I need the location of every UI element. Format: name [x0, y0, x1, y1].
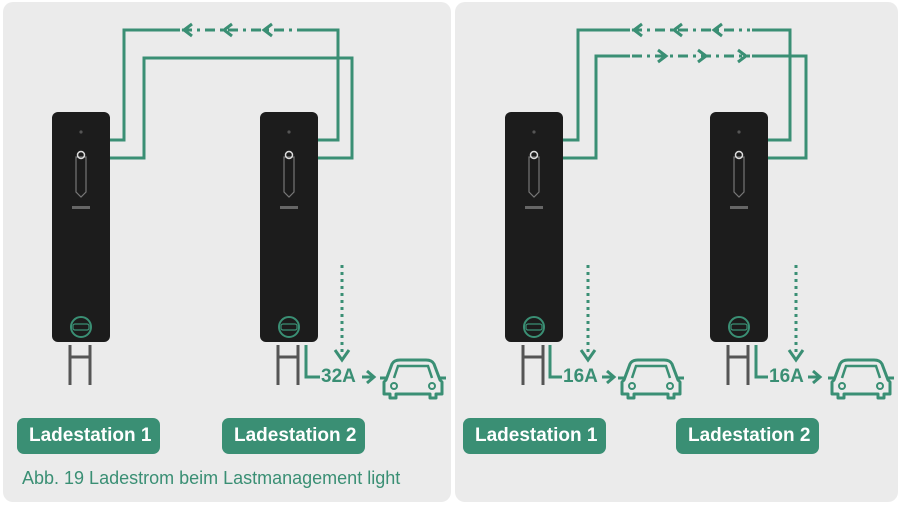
charger-right-1 — [504, 111, 564, 343]
charger-stand — [68, 343, 92, 387]
arrowhead-down-icon — [579, 349, 597, 363]
arrowhead-down-icon — [787, 349, 805, 363]
cable-line — [304, 345, 320, 379]
figure-caption: Abb. 19 Ladestrom beim Lastmanagement li… — [22, 468, 401, 488]
charger-stand — [521, 343, 545, 387]
arrowhead-down-icon — [333, 349, 351, 363]
station-label: Ladestation 2 — [222, 418, 365, 454]
station-label: Ladestation 1 — [17, 418, 160, 454]
station-label: Ladestation 1 — [463, 418, 606, 454]
arrowhead-left-icon — [631, 22, 723, 38]
charger-stand — [726, 343, 750, 387]
station-label: Ladestation 2 — [676, 418, 819, 454]
charger-stand — [276, 343, 300, 387]
car-icon — [378, 358, 448, 400]
arrow-right-icon — [602, 369, 617, 385]
arrow-right-icon — [362, 369, 377, 385]
arrowhead-left-icon — [181, 22, 273, 38]
current-label: 32A — [321, 366, 356, 387]
connection-line — [110, 56, 354, 160]
arrowhead-right-icon — [657, 48, 749, 64]
current-label: 16A — [563, 366, 598, 387]
charger-left-2 — [259, 111, 319, 343]
cable-line — [754, 345, 768, 379]
current-label: 16A — [769, 366, 804, 387]
car-icon — [616, 358, 686, 400]
cable-line — [548, 345, 562, 379]
car-icon — [826, 358, 896, 400]
charger-right-2 — [709, 111, 769, 343]
charger-left-1 — [51, 111, 111, 343]
connection-line — [563, 54, 808, 160]
panel-divider — [451, 0, 455, 505]
arrow-right-icon — [808, 369, 823, 385]
